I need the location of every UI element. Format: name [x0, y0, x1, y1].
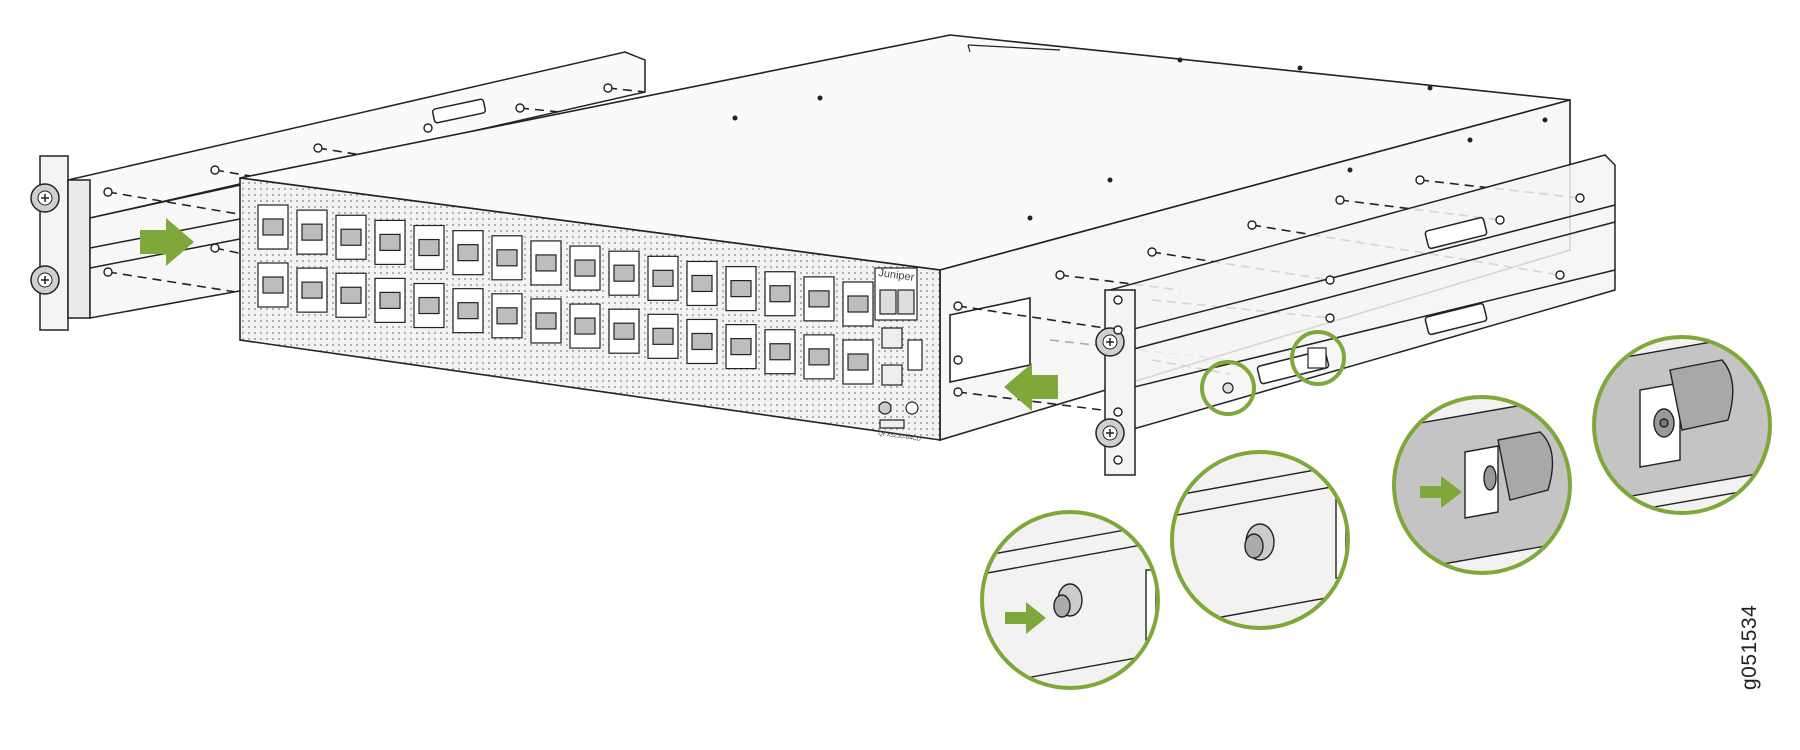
thumbscrew-icon [30, 265, 60, 295]
port-cage [652, 269, 674, 287]
port-cage [691, 274, 713, 293]
port-cage [457, 244, 479, 262]
thumbscrew-icon [1095, 418, 1125, 448]
chassis-top-screws [732, 57, 1548, 221]
arrow-right-icon [140, 218, 194, 266]
left-mounting-rail [39, 51, 646, 331]
mounting-pin-icon [1053, 583, 1083, 618]
port-cage [574, 259, 596, 277]
thumbscrew-icon [30, 183, 60, 213]
port-cage [496, 307, 518, 325]
port-cage [730, 338, 752, 356]
port-cage [574, 317, 596, 335]
port-cage [769, 285, 791, 303]
qsfp-port-grid [257, 204, 874, 385]
chassis-side-holes [953, 175, 1425, 397]
detail-pin-seated [1170, 450, 1350, 630]
port-cage [613, 264, 635, 282]
port-cage [379, 291, 401, 309]
port-cage [769, 343, 791, 361]
mounting-pin-icon [1244, 523, 1275, 561]
port-cage [262, 276, 284, 294]
port-cage [301, 281, 323, 299]
port-cage [535, 312, 557, 330]
port-cage [808, 290, 830, 308]
port-cage [301, 223, 323, 241]
detail-latch-locked [1592, 335, 1772, 515]
port-cage [652, 327, 674, 345]
management-panel [874, 267, 923, 429]
detail-pin-insert [980, 510, 1160, 690]
port-cage [730, 280, 752, 298]
port-cage [379, 233, 401, 251]
port-cage [418, 296, 440, 315]
pin-callout-marker [1200, 360, 1256, 416]
figure-id-label: g051534 [1738, 604, 1761, 690]
port-cage [691, 332, 713, 351]
arrow-left-icon [1004, 363, 1058, 411]
detail-latch-press [1392, 395, 1572, 575]
port-cage [496, 249, 518, 267]
port-cage [847, 353, 869, 371]
port-cage [340, 286, 362, 304]
port-cage [457, 302, 479, 320]
latch-callout-marker [1290, 330, 1346, 386]
port-cage [340, 228, 362, 246]
port-cage [262, 218, 284, 236]
port-cage [847, 295, 869, 313]
port-cage [418, 238, 440, 257]
right-rail-holes [1113, 193, 1585, 465]
port-cage [613, 322, 635, 340]
brand-logo: Juniper [878, 267, 916, 284]
port-cage [808, 348, 830, 366]
left-rail-holes [103, 83, 613, 277]
port-cage [535, 254, 557, 272]
thumbscrew-icon [1095, 327, 1125, 357]
